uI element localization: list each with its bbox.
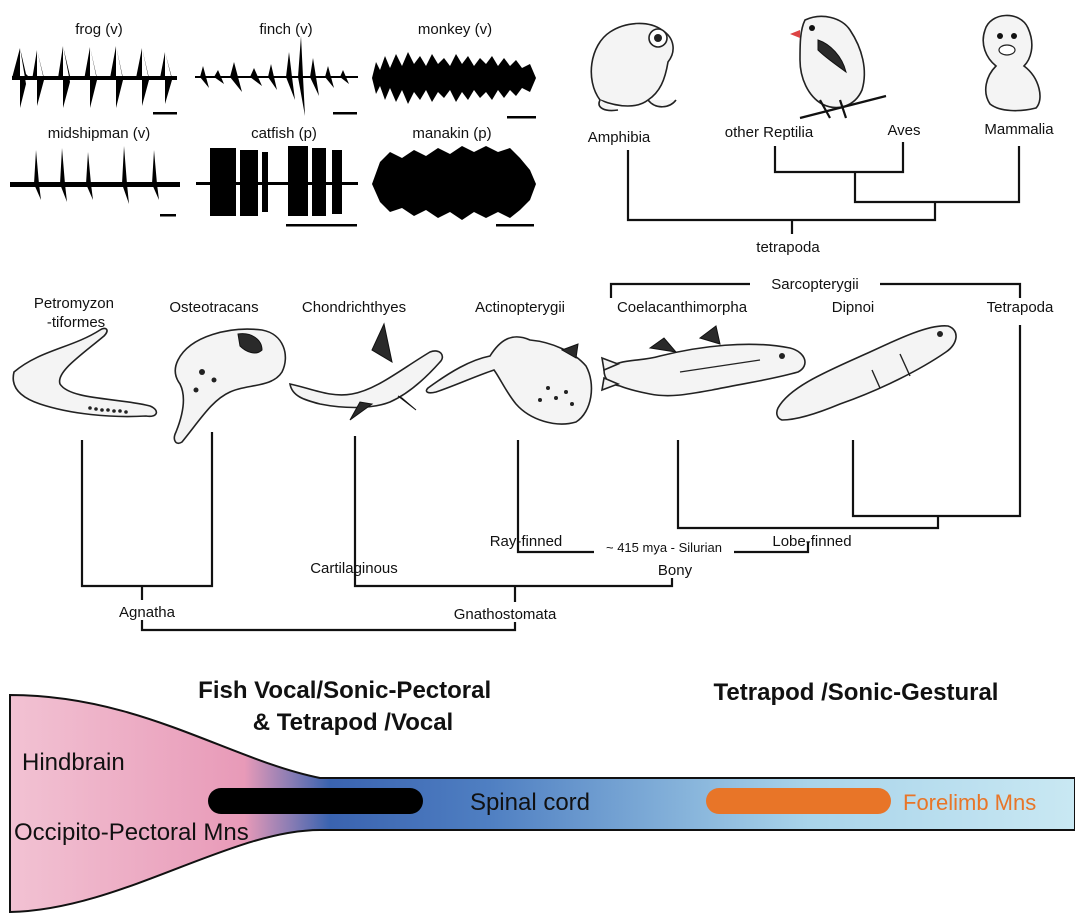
- clade-cartilaginous: Cartilaginous: [310, 560, 398, 577]
- sarcopterygii-bracket: [609, 282, 1022, 298]
- tetrapoda-root-label: tetrapoda: [756, 239, 820, 256]
- taxon-chondrichthyes: Chondrichthyes: [302, 299, 406, 316]
- spinal-cord-label: Spinal cord: [470, 789, 590, 816]
- trace-label-manakin: manakin (p): [412, 125, 491, 142]
- hindbrain-label: Hindbrain: [22, 749, 125, 776]
- scale-bar: [153, 112, 177, 115]
- taxon-actinopterygii: Actinopterygii: [475, 299, 565, 316]
- sarcopterygii-label: Sarcopterygii: [771, 276, 859, 293]
- trace-manakin-wave: [372, 146, 536, 220]
- clade-bony: Bony: [658, 562, 693, 579]
- title-right: Tetrapod /Sonic-Gestural: [714, 679, 999, 706]
- taxon-coelacanthimorpha: Coelacanthimorpha: [617, 299, 748, 316]
- title-left: Fish Vocal/Sonic-Pectoral & Tetrapod /Vo…: [198, 677, 498, 736]
- trace-label-finch: finch (v): [259, 21, 312, 38]
- clade-agnatha: Agnatha: [119, 604, 176, 621]
- tip-mammalia: Mammalia: [984, 121, 1054, 138]
- occipito-pectoral-bar: [208, 788, 423, 814]
- frog-illustration: [590, 22, 677, 112]
- trace-monkey-wave: [372, 52, 536, 104]
- tetrapod-branches: [626, 142, 1021, 234]
- occipito-label: Occipito-Pectoral Mns: [14, 819, 249, 846]
- dipnoi-illustration: [776, 325, 957, 421]
- finch-illustration: [790, 15, 887, 120]
- lamprey-illustration: [12, 327, 158, 418]
- osteotracan-illustration: [173, 328, 287, 445]
- taxon-osteotracans: Osteotracans: [169, 299, 258, 316]
- clade-gnathostomata: Gnathostomata: [454, 606, 557, 623]
- taxon-tetrapoda: Tetrapoda: [987, 299, 1054, 316]
- taxon-petromyzon-line1: Petromyzon: [34, 295, 114, 312]
- clade-lobe-finned: Lobe-finned: [772, 533, 851, 550]
- trace-monkey: monkey (v): [372, 21, 536, 119]
- chondrichthyes-illustration: [289, 322, 444, 421]
- taxon-petromyzontiformes: Petromyzon -tiformes: [34, 295, 118, 331]
- fish-tree: Sarcopterygii Petromyzon -tiformes Osteo…: [12, 276, 1054, 632]
- forelimb-mns-bar: [706, 788, 891, 814]
- sound-traces: frog (v) finch (v) monkey (v) midshipman…: [10, 21, 536, 227]
- neural-schematic: Fish Vocal/Sonic-Pectoral & Tetrapod /Vo…: [9, 677, 1075, 914]
- trace-frog: frog (v): [12, 21, 177, 115]
- actinopterygii-illustration: [425, 336, 593, 425]
- trace-manakin: manakin (p): [372, 125, 536, 227]
- trace-label-monkey: monkey (v): [418, 21, 492, 38]
- trace-catfish: catfish (p): [196, 125, 358, 227]
- trace-label-midshipman: midshipman (v): [48, 125, 151, 142]
- trace-midshipman: midshipman (v): [10, 125, 180, 217]
- trace-midshipman-wave: [34, 146, 159, 204]
- trace-label-frog: frog (v): [75, 21, 123, 38]
- taxon-dipnoi: Dipnoi: [832, 299, 875, 316]
- tip-amphibia: Amphibia: [588, 129, 651, 146]
- title-left-line1: Fish Vocal/Sonic-Pectoral: [198, 677, 491, 704]
- divergence-note: ~ 415 mya - Silurian: [606, 540, 722, 555]
- coelacanth-illustration: [600, 325, 806, 397]
- monkey-illustration: [982, 14, 1041, 112]
- divergence-note-bg: [594, 538, 734, 556]
- tip-aves: Aves: [887, 122, 920, 139]
- trace-finch: finch (v): [195, 21, 358, 116]
- clade-ray-finned: Ray-finned: [490, 533, 563, 550]
- tip-other-reptilia: other Reptilia: [725, 124, 814, 141]
- trace-label-catfish: catfish (p): [251, 125, 317, 142]
- cord-shape: [9, 693, 1075, 914]
- taxon-petromyzon-line2: -tiformes: [47, 314, 105, 331]
- tetrapod-tree: Amphibia other Reptilia Aves Mammalia te…: [588, 14, 1054, 256]
- forelimb-label: Forelimb Mns: [903, 790, 1036, 815]
- title-left-line2: & Tetrapod /Vocal: [253, 709, 453, 736]
